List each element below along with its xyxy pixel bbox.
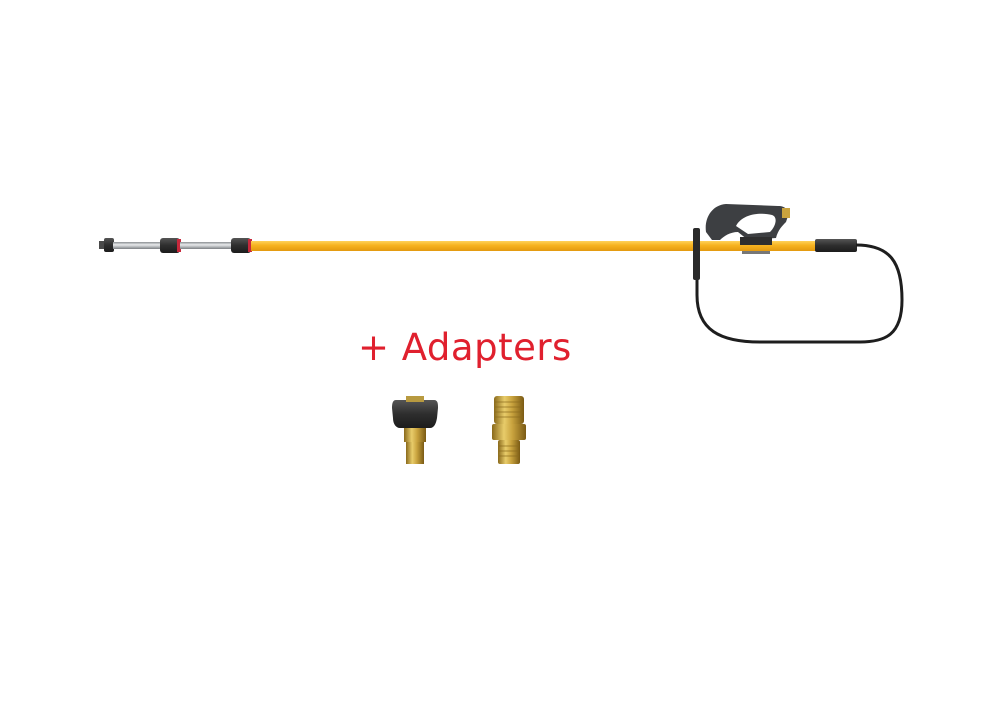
- coupler-brass-top: [406, 396, 424, 402]
- coupler-brass-body: [406, 442, 424, 464]
- metal-tube-1: [113, 242, 163, 249]
- yellow-pole: [251, 241, 821, 251]
- telescopic-lance: [99, 238, 857, 253]
- hose: [695, 232, 904, 344]
- coupler-brass-hex: [404, 428, 426, 442]
- clamp-bracket: [742, 251, 770, 254]
- nipple-hex: [492, 424, 526, 440]
- coupler-black-nut: [392, 400, 438, 428]
- trigger-gun: [705, 204, 790, 254]
- adapter-brass-nipple: [492, 396, 526, 464]
- metal-tube-2: [180, 242, 233, 249]
- adapters-caption: + Adapters: [358, 326, 572, 369]
- nipple-top-thread: [494, 396, 524, 424]
- collar-2-red: [248, 239, 252, 252]
- nipple-bottom-thread: [498, 440, 520, 464]
- nozzle-tip: [99, 241, 105, 249]
- gun-handle-opening: [736, 213, 776, 234]
- collar-1: [160, 238, 180, 253]
- collar-1-red: [177, 239, 181, 252]
- collar-2: [231, 238, 251, 253]
- gun-inlet-fitting: [782, 208, 790, 218]
- pole-clamp: [740, 237, 772, 245]
- hose-sleeve: [693, 228, 700, 280]
- adapter-quick-coupler: [392, 396, 438, 464]
- end-grip: [815, 239, 857, 252]
- nozzle-nut: [104, 238, 114, 252]
